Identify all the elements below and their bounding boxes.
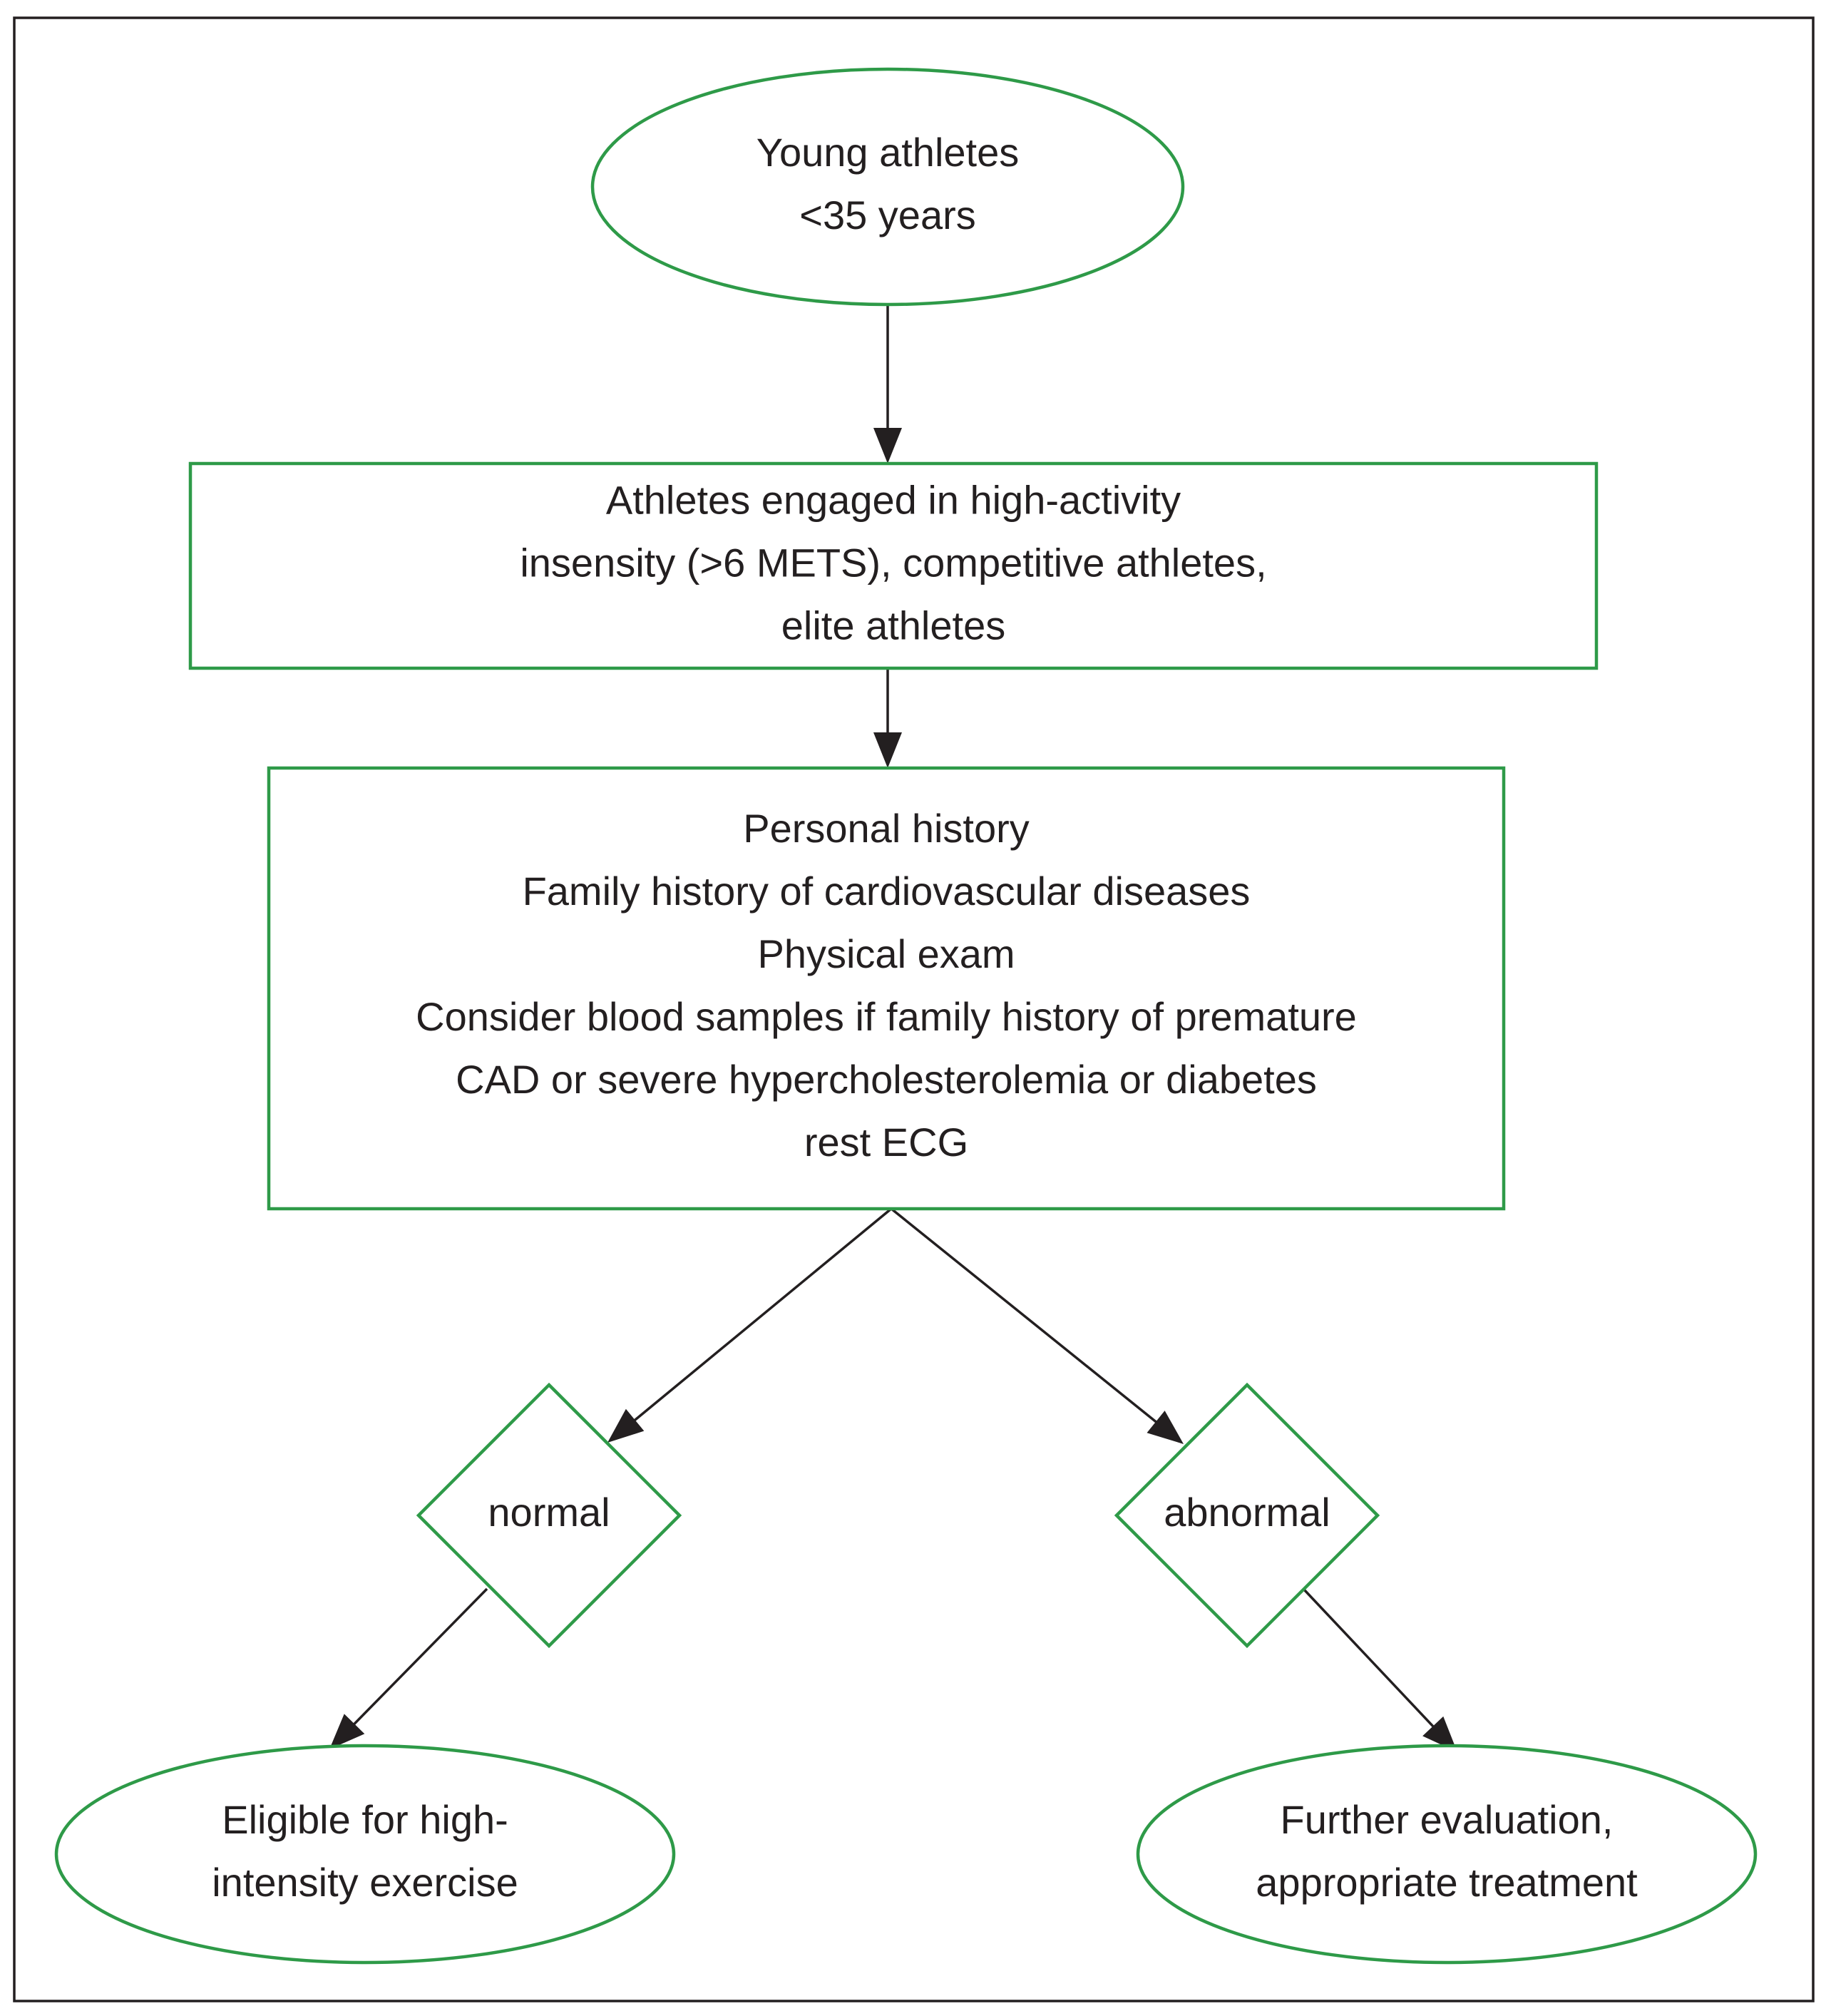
edges-layer [329, 305, 1457, 1752]
edge-abnormal-to-further [1302, 1587, 1457, 1752]
outer-frame [13, 16, 1815, 2002]
node-further: Further evaluation, appropriate treatment [1136, 1744, 1758, 1965]
arrowhead [607, 1408, 645, 1443]
node-label-line: Eligible for high- [222, 1797, 508, 1842]
rect-shape [188, 461, 1599, 670]
arrowhead [1147, 1411, 1184, 1444]
arrowhead [873, 428, 902, 464]
ellipse-shape [54, 1744, 676, 1965]
node-label-line: Young athletes [756, 130, 1019, 175]
edge-start-to-population [873, 305, 902, 464]
node-label-line: Athletes engaged in high-activity [606, 477, 1181, 522]
node-label-line: insensity (>6 METS), competitive athlete… [520, 540, 1266, 585]
rect-shape [267, 766, 1506, 1211]
edge-normal-to-eligible [329, 1587, 488, 1749]
node-label-line: Personal history [743, 806, 1030, 851]
node-label-line: Further evaluation, [1281, 1797, 1614, 1842]
node-label-line: rest ECG [804, 1120, 968, 1165]
connector-line [632, 1207, 893, 1422]
node-label-line: Physical exam [757, 931, 1015, 976]
node-population: Athletes engaged in high-activity insensi… [188, 461, 1599, 670]
node-label-line: CAD or severe hypercholesterolemia or di… [456, 1057, 1317, 1102]
edge-screening-to-abnormal [890, 1207, 1184, 1444]
node-start: Young athletes <35 years [590, 67, 1185, 307]
connector-line [890, 1207, 1158, 1424]
node-label-line: abnormal [1164, 1490, 1330, 1535]
node-label-line: normal [488, 1490, 610, 1535]
connector-line [352, 1587, 488, 1726]
node-label-line: <35 years [799, 193, 976, 237]
edge-screening-to-normal [607, 1207, 893, 1443]
node-label-line: Family history of cardiovascular disease… [523, 869, 1251, 914]
diamond-shape [416, 1382, 682, 1649]
edge-population-to-screening [873, 668, 902, 768]
arrowhead [1422, 1716, 1457, 1752]
node-label-line: Consider blood samples if family history… [416, 994, 1357, 1039]
arrowhead [329, 1714, 365, 1749]
node-label-line: appropriate treatment [1256, 1860, 1638, 1905]
node-label-line: elite athletes [781, 603, 1005, 648]
node-normal: normal [416, 1382, 682, 1649]
connector-line [1302, 1587, 1435, 1729]
node-label-line: intensity exercise [212, 1860, 518, 1905]
diamond-shape [1114, 1382, 1380, 1649]
ellipse-shape [1136, 1744, 1758, 1965]
arrowhead [873, 732, 902, 768]
node-abnormal: abnormal [1114, 1382, 1380, 1649]
node-eligible: Eligible for high-intensity exercise [54, 1744, 676, 1965]
ellipse-shape [590, 67, 1185, 307]
